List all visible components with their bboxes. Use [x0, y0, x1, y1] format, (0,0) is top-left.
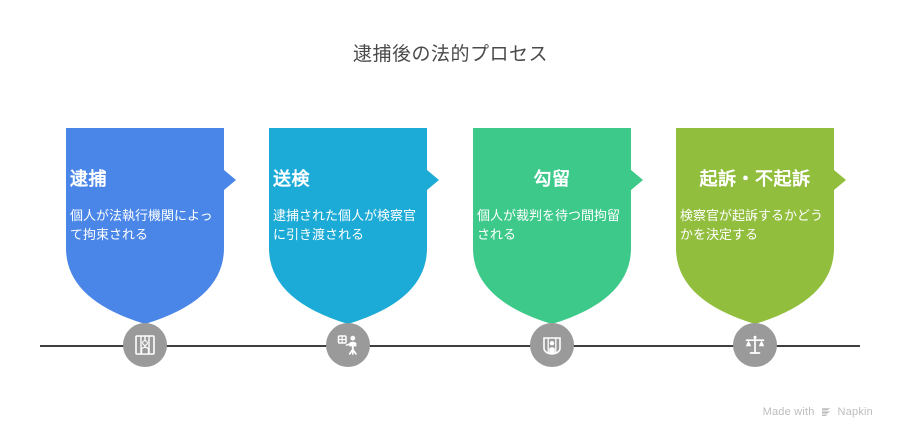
step-4-banner-shape — [676, 128, 846, 324]
detention-cell-icon — [543, 337, 561, 355]
watermark-brand: Napkin — [837, 405, 873, 418]
step-3-banner-shape — [473, 128, 643, 324]
step-4-node[interactable] — [733, 323, 777, 367]
jail-cell-icon — [135, 335, 155, 355]
process-step-1[interactable]: 逮捕 個人が法執行機関によって拘束される — [54, 128, 236, 324]
step-2-node[interactable] — [326, 323, 370, 367]
step-3-node[interactable] — [530, 323, 574, 367]
step-1-title: 逮捕 — [70, 169, 107, 189]
process-step-2[interactable]: 送検 逮捕された個人が検察官に引き渡される — [257, 128, 439, 324]
handover-documents-icon — [337, 335, 357, 355]
process-step-3[interactable]: 勾留 個人が裁判を待つ間拘留される — [461, 128, 643, 324]
watermark: Made with Napkin — [763, 405, 873, 418]
step-2-banner-shape — [269, 128, 439, 324]
page-title: 逮捕後の法的プロセス — [352, 44, 548, 65]
step-3-content: 勾留 個人が裁判を待つ間拘留される — [461, 128, 643, 324]
scales-of-justice-icon — [745, 335, 765, 354]
step-4-title: 起訴・不起訴 — [699, 169, 811, 189]
napkin-logo-icon — [821, 408, 831, 416]
step-4-content: 起訴・不起訴 検察官が起訴するかどうかを決定する — [664, 128, 846, 324]
step-3-title: 勾留 — [533, 169, 571, 189]
step-1-description: 個人が法執行機関によって拘束される — [70, 208, 213, 242]
timeline-baseline — [40, 345, 860, 347]
step-2-content: 送検 逮捕された個人が検察官に引き渡される — [257, 128, 439, 324]
step-1-banner-shape — [66, 128, 236, 324]
step-3-description: 個人が裁判を待つ間拘留される — [477, 208, 621, 242]
watermark-prefix: Made with — [762, 405, 815, 418]
step-1-node[interactable] — [123, 323, 167, 367]
step-1-content: 逮捕 個人が法執行機関によって拘束される — [54, 128, 236, 324]
step-4-description: 検察官が起訴するかどうかを決定する — [680, 208, 824, 242]
process-step-4[interactable]: 起訴・不起訴 検察官が起訴するかどうかを決定する — [664, 128, 846, 324]
step-2-title: 送検 — [273, 169, 310, 189]
step-2-description: 逮捕された個人が検察官に引き渡される — [273, 208, 417, 242]
